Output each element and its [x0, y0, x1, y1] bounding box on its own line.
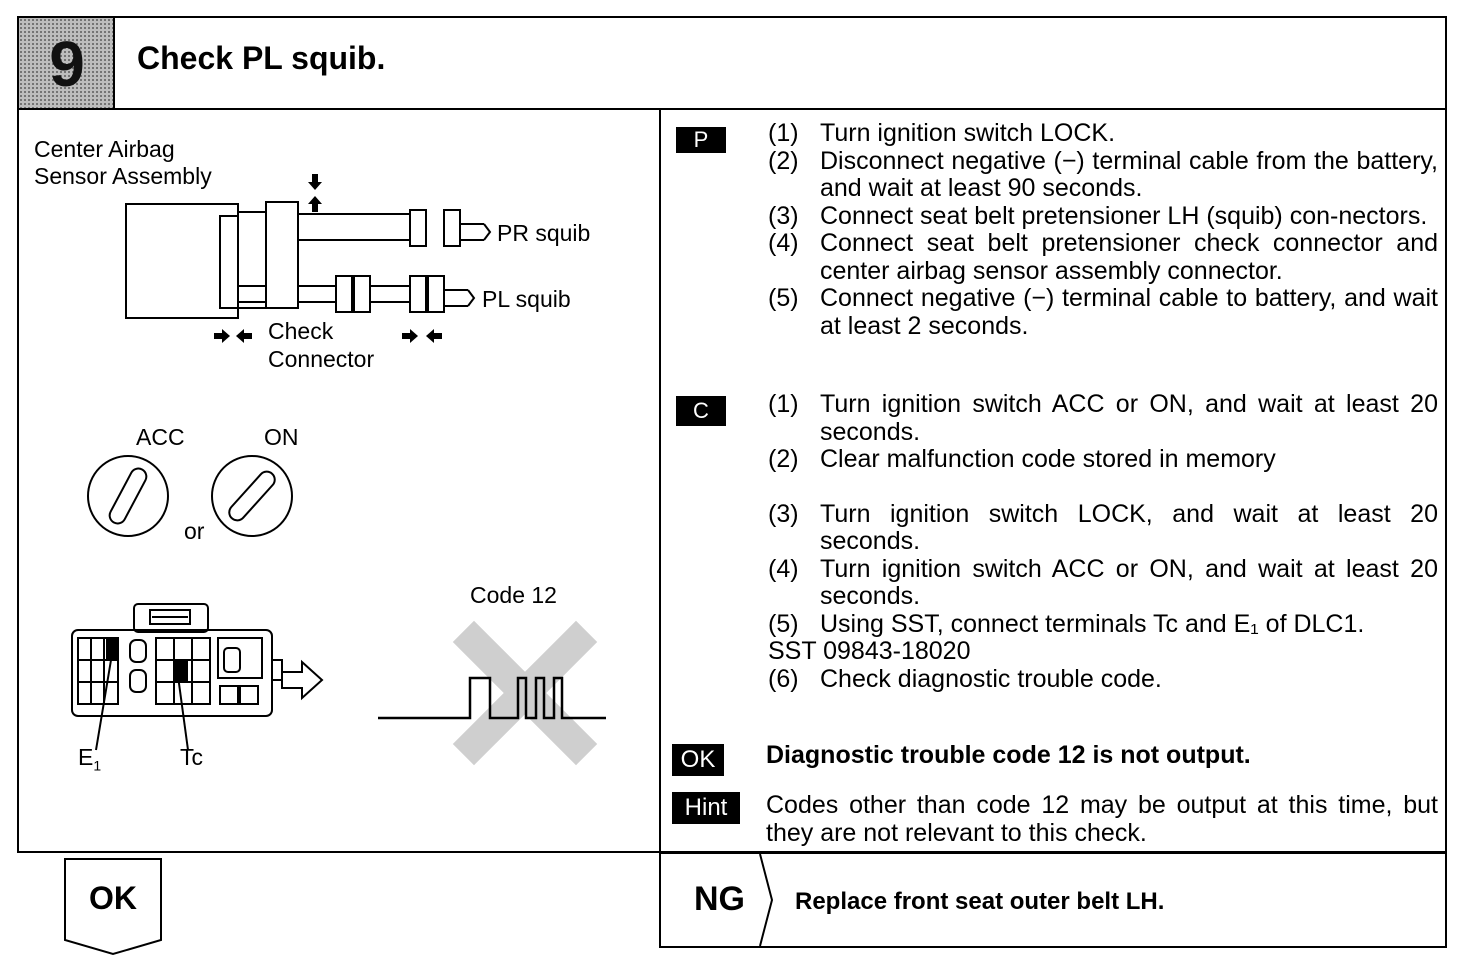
dlc1-connector-icon	[71, 603, 324, 751]
ng-flow-chevron	[759, 853, 774, 947]
tc-terminal-label: Tc	[180, 744, 203, 770]
procedure-c-step: (5)Using SST, connect terminals Tc and E…	[768, 609, 1365, 638]
procedure-c-step: (1)Turn ignition switch ACC or ON, and w…	[768, 390, 1438, 446]
procedure-c-step: (6)Check diagnostic trouble code.	[768, 664, 1162, 693]
step-title: Check PL squib.	[137, 40, 386, 76]
pl-squib-label: PL squib	[482, 286, 571, 312]
e1-terminal-label: E1	[78, 744, 102, 774]
code-waveform	[378, 620, 606, 766]
procedure-p-step: (4)Connect seat belt pretensioner check …	[768, 229, 1438, 285]
on-label: ON	[264, 424, 299, 450]
pr-squib-label: PR squib	[497, 220, 591, 246]
ng-action-text: Replace front seat outer belt LH.	[795, 888, 1165, 915]
procedure-c-list: (1)Turn ignition switch ACC or ON, and w…	[768, 390, 1438, 693]
procedure-c-tag: C	[676, 396, 726, 426]
ignition-switch-icon	[87, 455, 293, 537]
procedure-p-step: (3)Connect seat belt pretensioner LH (sq…	[768, 201, 1428, 230]
check-connector-label-line2: Connector	[268, 346, 375, 372]
ok-result-tag: OK	[672, 744, 724, 776]
procedure-p-step: (1)Turn ignition switch LOCK.	[768, 119, 1116, 147]
procedure-c-step: (4)Turn ignition switch ACC or ON, and w…	[768, 554, 1438, 610]
step-number-box	[19, 18, 115, 108]
hint-tag: Hint	[672, 792, 740, 824]
acc-label: ACC	[136, 424, 185, 450]
code-label: Code 12	[470, 582, 557, 608]
procedure-p-tag: P	[676, 127, 726, 153]
ng-flow-label: NG	[694, 880, 745, 918]
procedure-c-step: (3)Turn ignition switch LOCK, and wait a…	[768, 499, 1438, 555]
ok-flow-label: OK	[89, 880, 137, 916]
procedure-p-list: (1)Turn ignition switch LOCK. (2)Disconn…	[768, 119, 1438, 340]
procedure-p-step: (2)Disconnect negative (−) terminal cabl…	[768, 146, 1438, 202]
sst-number: SST 09843-18020	[768, 637, 971, 665]
procedure-p-step: (5)Connect negative (−) terminal cable t…	[768, 284, 1438, 340]
wiring-diagram	[125, 174, 492, 343]
step-number: 9	[49, 28, 85, 100]
check-connector-label-line1: Check	[268, 318, 334, 344]
procedure-c-step: (2)Clear malfunction code stored in memo…	[768, 445, 1276, 473]
sensor-label-line2: Sensor Assembly	[34, 163, 212, 189]
step-header	[17, 16, 1447, 110]
ok-result-text: Diagnostic trouble code 12 is not output…	[766, 741, 1251, 769]
hint-text: Codes other than code 12 may be output a…	[766, 791, 1438, 847]
ng-flow-box	[659, 852, 1447, 948]
sensor-label-line1: Center Airbag	[34, 136, 175, 162]
ok-flow-arrow	[64, 858, 162, 956]
or-label: or	[184, 518, 205, 544]
column-divider	[659, 108, 661, 948]
